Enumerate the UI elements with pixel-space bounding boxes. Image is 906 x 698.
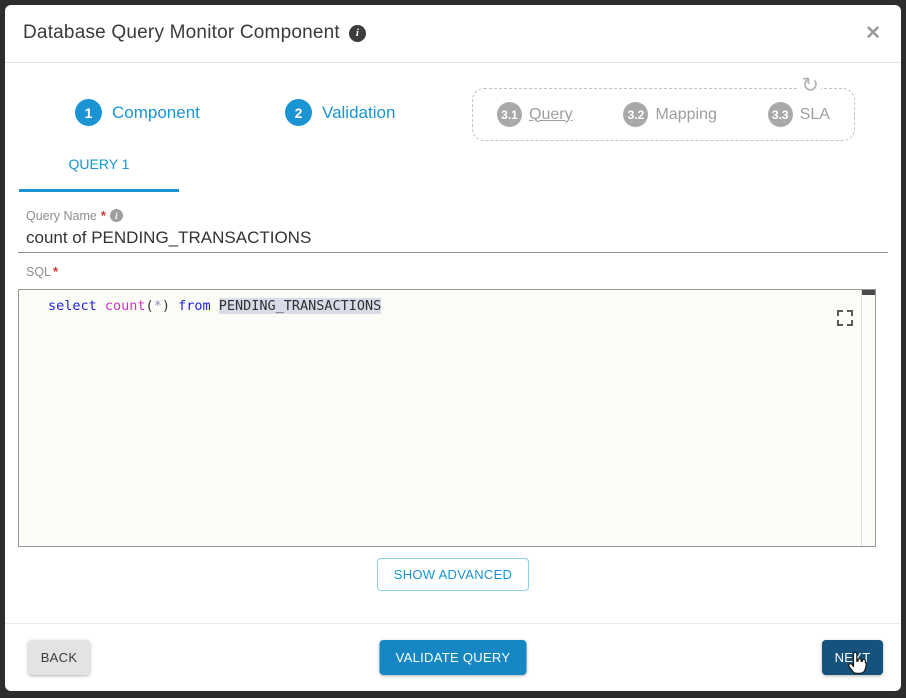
close-icon[interactable]: ✕ <box>865 23 881 44</box>
sql-code-editor[interactable]: select count(*) from PENDING_TRANSACTION… <box>18 289 876 547</box>
next-button[interactable]: NEXT <box>822 640 883 675</box>
step-sla: 3.3 SLA <box>767 102 830 127</box>
show-advanced-button[interactable]: SHOW ADVANCED <box>377 558 529 591</box>
step-3-1-label: Query <box>529 105 573 123</box>
header-divider <box>5 62 901 63</box>
query-name-input[interactable] <box>18 223 888 253</box>
sql-label-row: SQL * <box>26 264 58 279</box>
query-name-label: Query Name <box>26 208 97 223</box>
database-query-monitor-dialog: Database Query Monitor Component i ✕ 1 C… <box>5 5 901 691</box>
sql-code-line: select count(*) from PENDING_TRANSACTION… <box>48 298 382 314</box>
sql-token-table-name: PENDING_TRANSACTIONS <box>218 298 382 314</box>
tab-query-1-label: QUERY 1 <box>68 156 130 172</box>
tab-query-1[interactable]: QUERY 1 <box>19 150 179 192</box>
step-3-2-badge: 3.2 <box>623 102 649 127</box>
step-3-3-badge: 3.3 <box>767 102 793 127</box>
editor-scrollbar-thumb[interactable] <box>862 290 875 295</box>
sql-label: SQL <box>26 264 52 279</box>
footer-divider <box>5 623 901 624</box>
dialog-title: Database Query Monitor Component <box>23 22 340 43</box>
step-validation[interactable]: 2 Validation <box>285 99 395 126</box>
step-3-3-label: SLA <box>799 105 830 123</box>
step-3-2-label: Mapping <box>655 105 717 123</box>
validate-query-button[interactable]: VALIDATE QUERY <box>379 640 527 675</box>
step-group-3: 3.1 Query 3.2 Mapping 3.3 SLA ↻ <box>472 75 855 141</box>
query-name-required-mark: * <box>100 208 106 223</box>
back-button[interactable]: BACK <box>28 640 90 675</box>
sql-token-count: count <box>104 298 146 314</box>
step-1-label: Component <box>112 102 200 122</box>
sql-token-paren-open: ( <box>145 298 154 314</box>
sql-required-mark: * <box>53 264 59 279</box>
dialog-header: Database Query Monitor Component i ✕ <box>5 5 901 62</box>
sql-token-paren-close: ) <box>161 298 170 314</box>
refresh-icon[interactable]: ↻ <box>799 74 821 97</box>
info-icon[interactable]: i <box>348 24 366 42</box>
sql-token-from: from <box>169 298 219 314</box>
step-component[interactable]: 1 Component <box>75 99 200 126</box>
sql-token-star: * <box>153 298 162 314</box>
tab-active-underline <box>19 189 179 192</box>
step-3-1-badge: 3.1 <box>497 102 522 127</box>
query-name-info-icon[interactable]: i <box>109 209 123 222</box>
step-mapping: 3.2 Mapping <box>623 102 717 127</box>
wizard-stepper: 1 Component 2 Validation 3.1 Query 3.2 M… <box>5 75 901 144</box>
step-query[interactable]: 3.1 Query <box>497 102 573 127</box>
step-2-badge: 2 <box>285 99 312 126</box>
fullscreen-icon[interactable] <box>837 310 853 326</box>
sql-token-select: select <box>48 298 105 314</box>
step-2-label: Validation <box>322 102 396 122</box>
query-name-label-row: Query Name * i <box>26 208 123 223</box>
step-1-badge: 1 <box>75 99 102 126</box>
editor-scrollbar[interactable] <box>861 290 875 546</box>
